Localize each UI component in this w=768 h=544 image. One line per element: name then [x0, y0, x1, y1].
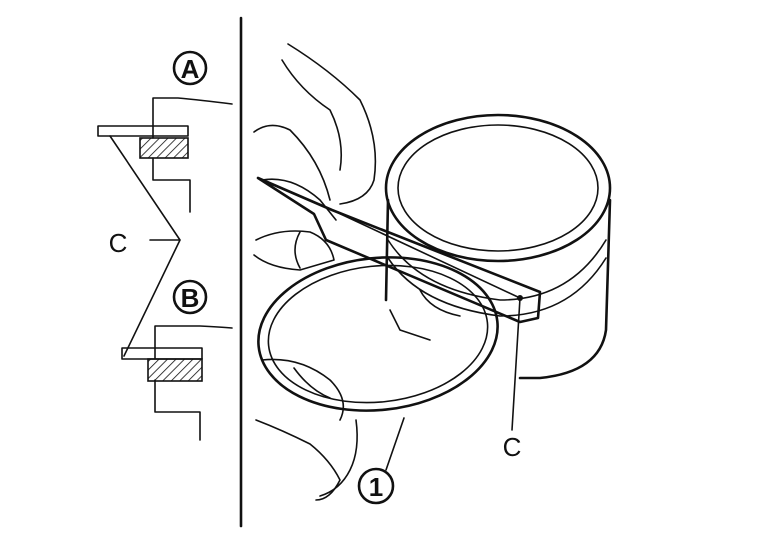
ring-section-a [139, 137, 189, 159]
label-ring-circle [357, 467, 395, 505]
callout-c-left-lines [109, 135, 181, 357]
piston-skirt [384, 198, 612, 380]
label-a-circle [172, 50, 208, 86]
piston-pin-boss [389, 289, 461, 341]
ring-section-b [147, 358, 203, 382]
label-b-circle [172, 279, 208, 315]
label-c-right: C [503, 432, 522, 462]
groove-outline-a [152, 97, 233, 139]
piston-crown [384, 113, 612, 263]
label-c-left: C [109, 228, 128, 258]
label-ring-text: 1 [369, 472, 383, 502]
detail-a: A [97, 50, 233, 213]
feeler-gauge-a [97, 125, 189, 137]
callout-ring-leader [385, 417, 405, 471]
detail-b: B [121, 279, 233, 441]
groove-outline-b [154, 325, 233, 359]
label-a-text: A [181, 54, 200, 84]
hand-upper [253, 43, 377, 271]
feeler-gauge-b [121, 347, 203, 360]
piston-ring [257, 256, 499, 412]
hand-lower [255, 358, 358, 501]
piston [384, 113, 612, 380]
label-b-text: B [181, 283, 200, 313]
callout-c-right-leader [511, 297, 521, 431]
